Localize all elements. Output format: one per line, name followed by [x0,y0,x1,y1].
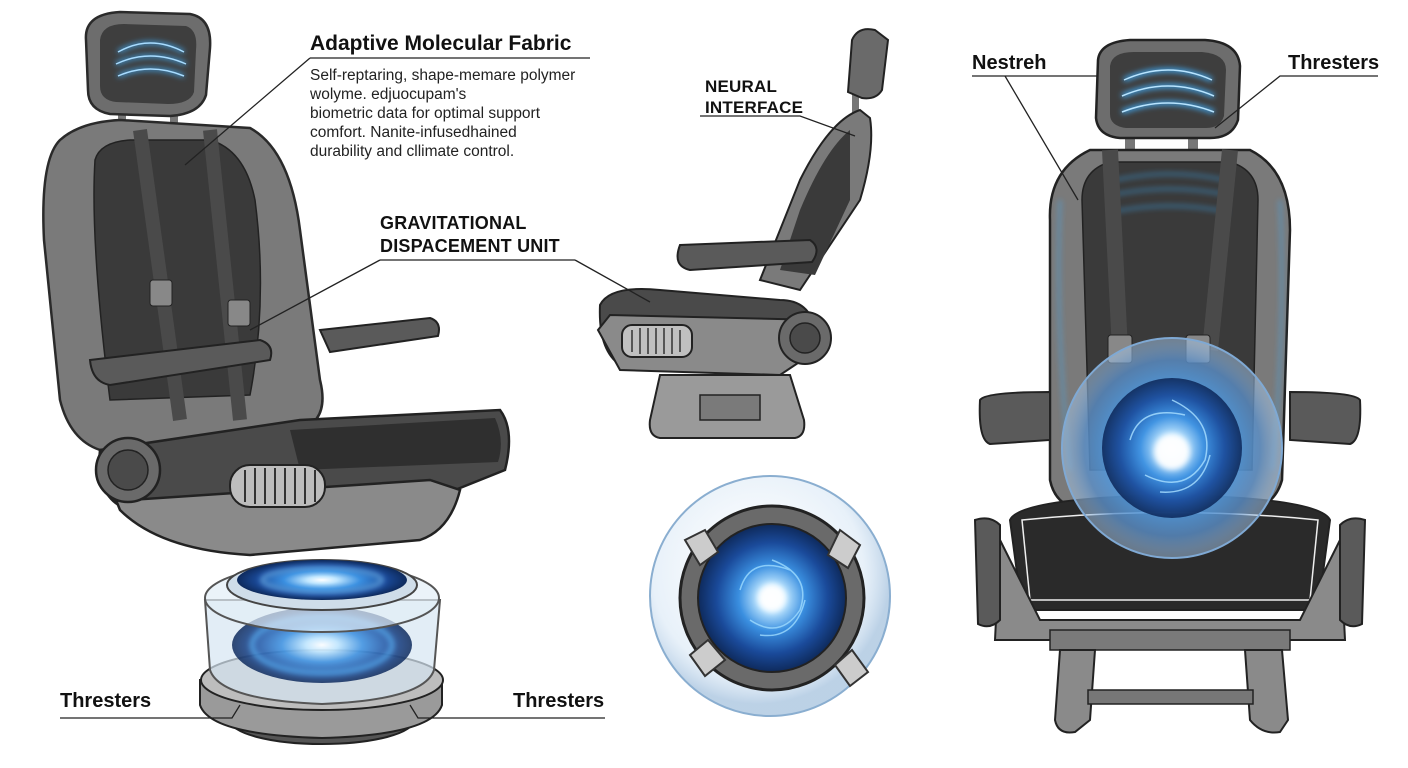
fabric-desc-line: Self-reptaring, shape-memare polymer [310,67,576,84]
gravitational-device [199,559,444,745]
right-armrest [318,316,440,354]
fabric-desc-line: durability and cllimate control. [310,143,515,160]
left-vent-slats [244,468,316,504]
middle-headrest [846,28,890,100]
gravity-orb [649,475,891,717]
left-headrest-glow-lines [115,42,187,77]
left-belt-buckle [149,279,173,307]
fabric-description: Self-reptaring, shape-memare polymer wol… [310,66,575,161]
fabric-desc-line: comfort. Nanite-infusedhained [310,124,517,141]
thresters-bottom-left-label: Thresters [60,690,152,712]
left-headrest-pad [100,24,197,104]
right-seat-right-armrest [1289,390,1362,446]
neural-interface-line: INTERFACE [705,98,804,117]
right-belt [1202,149,1238,351]
left-belt [203,129,247,421]
nestreh-label: Nestreh [972,52,1047,74]
middle-backrest-center [780,130,850,275]
thresters-bottom-mid-label: Thresters [513,690,605,712]
right-belt [1102,149,1128,351]
left-cushion-pad [290,418,501,470]
gravitational-unit-line: DISPACEMENT UNIT [380,236,560,256]
neural-interface-line: NEURAL [705,77,778,96]
fabric-title: Adaptive Molecular Fabric [310,32,572,55]
left-seat [42,10,511,557]
fabric-desc-line: biometric data for optimal support [310,105,541,122]
thresters-top-right-label: Thresters [1288,52,1380,74]
left-vent [229,464,326,508]
gravitational-unit-line: GRAVITATIONAL [380,213,527,233]
right-seat [973,38,1367,734]
gravitational-unit-label: GRAVITATIONAL DISPACEMENT UNIT [380,212,560,258]
leader-lines [60,57,1378,719]
middle-seat [596,28,890,439]
left-armrest [88,338,273,387]
middle-armrest [676,238,818,272]
neural-interface-label: NEURAL INTERFACE [705,76,803,118]
fabric-desc-line: wolyme. edjuocupam's [310,86,467,103]
left-belt-buckle [227,299,251,327]
right-seat-left-armrest [978,390,1051,446]
